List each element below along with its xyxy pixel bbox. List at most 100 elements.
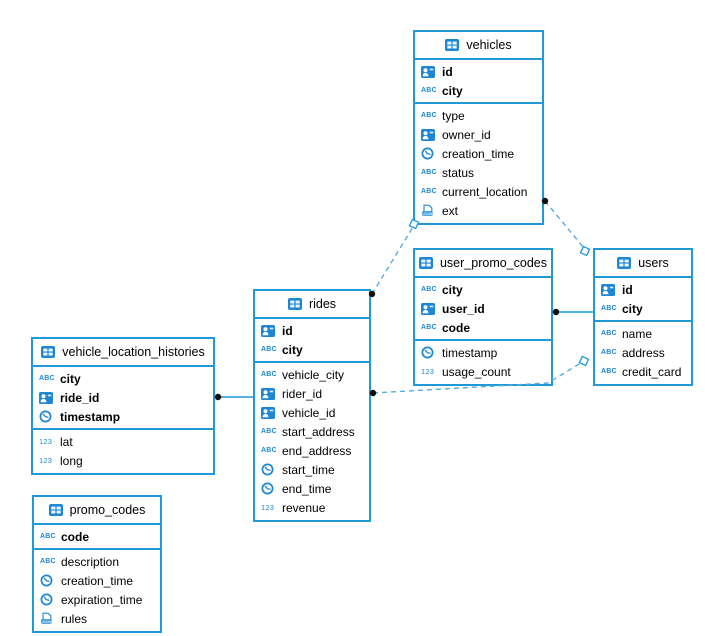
timestamp-type-icon bbox=[40, 593, 56, 606]
string-type-icon: ABC bbox=[39, 375, 55, 382]
column-row-expiration_time[interactable]: expiration_time bbox=[34, 590, 160, 609]
column-row-city[interactable]: ABC city bbox=[33, 369, 213, 388]
table-header-users[interactable]: users bbox=[595, 250, 691, 278]
column-name: code bbox=[442, 320, 471, 335]
column-name: city bbox=[282, 342, 303, 357]
column-row-owner_id[interactable]: owner_id bbox=[415, 125, 542, 144]
column-row-end_address[interactable]: ABC end_address bbox=[255, 441, 369, 460]
table-icon bbox=[48, 504, 65, 516]
string-type-icon-label: ABC bbox=[421, 324, 437, 331]
column-name: start_address bbox=[282, 424, 355, 439]
column-row-name[interactable]: ABC name bbox=[595, 324, 691, 343]
uuid-type-icon bbox=[261, 406, 277, 419]
column-name: revenue bbox=[282, 500, 326, 515]
primary-key-section: ABC city ride_id timestamp bbox=[33, 367, 213, 430]
table-header-vehicles[interactable]: vehicles bbox=[415, 32, 542, 60]
string-type-icon: ABC bbox=[421, 324, 437, 331]
svg-text:JSON: JSON bbox=[42, 620, 52, 624]
number-type-icon: 123 bbox=[39, 438, 55, 446]
column-name: end_address bbox=[282, 443, 352, 458]
column-name: code bbox=[61, 529, 90, 544]
string-type-icon: ABC bbox=[601, 330, 617, 337]
uuid-type-icon bbox=[421, 65, 437, 78]
column-row-vehicle_id[interactable]: vehicle_id bbox=[255, 403, 369, 422]
column-row-end_time[interactable]: end_time bbox=[255, 479, 369, 498]
column-name: city bbox=[442, 83, 463, 98]
string-type-icon: ABC bbox=[40, 558, 56, 565]
string-type-icon-label: ABC bbox=[40, 558, 56, 565]
column-row-timestamp[interactable]: timestamp bbox=[415, 343, 551, 362]
column-row-id[interactable]: id bbox=[255, 321, 369, 340]
string-type-icon: ABC bbox=[261, 447, 277, 454]
column-name: rules bbox=[61, 611, 88, 626]
table-header-vehicle_location_histories[interactable]: vehicle_location_histories bbox=[33, 339, 213, 367]
table-icon bbox=[445, 39, 461, 51]
table-header-user_promo_codes[interactable]: user_promo_codes bbox=[415, 250, 551, 278]
string-type-icon: ABC bbox=[261, 371, 277, 378]
column-row-rules[interactable]: JSON rules bbox=[34, 609, 160, 628]
column-row-timestamp[interactable]: timestamp bbox=[33, 407, 213, 426]
column-name: timestamp bbox=[60, 409, 121, 424]
string-type-icon-label: ABC bbox=[421, 169, 437, 176]
column-row-vehicle_city[interactable]: ABC vehicle_city bbox=[255, 365, 369, 384]
column-row-user_id[interactable]: user_id bbox=[415, 299, 551, 318]
string-type-icon: ABC bbox=[421, 169, 437, 176]
column-row-id[interactable]: id bbox=[415, 62, 542, 81]
column-name: id bbox=[282, 323, 293, 338]
uuid-type-icon bbox=[261, 387, 277, 400]
timestamp-type-icon bbox=[421, 346, 437, 359]
column-row-city[interactable]: ABC city bbox=[415, 81, 542, 100]
column-row-rider_id[interactable]: rider_id bbox=[255, 384, 369, 403]
column-row-start_time[interactable]: start_time bbox=[255, 460, 369, 479]
table-header-rides[interactable]: rides bbox=[255, 291, 369, 319]
number-type-icon-label: 123 bbox=[39, 455, 53, 465]
column-name: name bbox=[622, 326, 653, 341]
column-row-code[interactable]: ABC code bbox=[415, 318, 551, 337]
column-row-revenue[interactable]: 123 revenue bbox=[255, 498, 369, 517]
column-name: vehicle_city bbox=[282, 367, 345, 382]
relation-line-vehicles-to-users[interactable] bbox=[544, 200, 590, 255]
column-name: id bbox=[622, 282, 633, 297]
table-icon bbox=[617, 257, 633, 269]
column-row-creation_time[interactable]: creation_time bbox=[34, 571, 160, 590]
relation-diamond-marker bbox=[579, 245, 591, 257]
number-type-icon-label: 123 bbox=[39, 436, 53, 446]
svg-text:JSON: JSON bbox=[423, 212, 433, 216]
string-type-icon-label: ABC bbox=[601, 349, 617, 356]
column-row-creation_time[interactable]: creation_time bbox=[415, 144, 542, 163]
column-name: city bbox=[60, 371, 81, 386]
relation-line-rides-to-vehicles[interactable] bbox=[371, 226, 414, 295]
column-row-ride_id[interactable]: ride_id bbox=[33, 388, 213, 407]
timestamp-type-icon bbox=[421, 147, 437, 160]
string-type-icon-label: ABC bbox=[421, 112, 437, 119]
number-type-icon-label: 123 bbox=[261, 502, 275, 512]
table-header-promo_codes[interactable]: promo_codes bbox=[34, 497, 160, 525]
column-row-id[interactable]: id bbox=[595, 280, 691, 299]
table-title: vehicles bbox=[466, 38, 512, 52]
string-type-icon-label: ABC bbox=[421, 87, 437, 94]
